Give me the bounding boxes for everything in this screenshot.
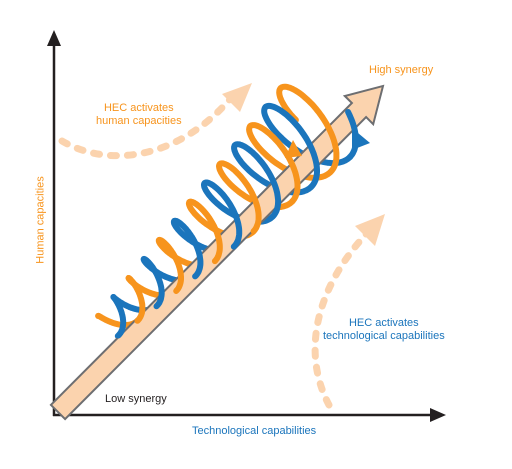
spiral-blue-icon (231, 141, 282, 220)
hec-human-line-2: human capacities (96, 115, 182, 127)
y-axis-arrow-icon (47, 30, 61, 46)
spiral-blue-icon (262, 102, 320, 190)
low-synergy-label: Low synergy (105, 393, 167, 405)
spiral-blue-arrowhead-icon (352, 128, 370, 150)
dashed-curved-arrow-icon (58, 94, 235, 160)
hec-human-line-1: HEC activates (103, 102, 174, 114)
high-synergy-label: High synergy (369, 64, 434, 76)
spiral-orange-icon (277, 83, 340, 176)
dashed-arrow-head-icon (355, 214, 385, 246)
spiral-orange-icon (247, 122, 301, 205)
spiral-orange-arrowhead-icon (285, 140, 302, 158)
spiral-blue-icon (171, 217, 204, 280)
x-axis-label: Technological capabilities (192, 425, 317, 437)
hec-tech-label: HEC activates technological capabilities (323, 317, 445, 343)
dashed-curved-arrow-icon (311, 228, 372, 409)
spiral-orange-icon (156, 236, 184, 294)
axes (47, 30, 446, 422)
dashed-arrow-head-icon (222, 83, 252, 112)
spiral-orange-icon (125, 275, 146, 324)
spiral-front (95, 83, 370, 339)
spiral-orange-icon (186, 198, 223, 265)
hec-tech-line-2: technological capabilities (323, 330, 445, 342)
hec-human-label: HEC activates human capacities (96, 102, 182, 128)
spiral-blue-icon (110, 294, 127, 339)
dashed-arrows (58, 83, 385, 409)
y-axis-label: Human capacities (34, 176, 47, 264)
spiral-orange-icon (216, 160, 262, 235)
spiral-orange-icon (276, 85, 299, 123)
hec-tech-line-1: HEC activates (348, 317, 419, 329)
x-axis-arrow-icon (430, 408, 446, 422)
spiral-blue-icon (140, 255, 165, 310)
spiral-blue-icon (201, 179, 243, 250)
